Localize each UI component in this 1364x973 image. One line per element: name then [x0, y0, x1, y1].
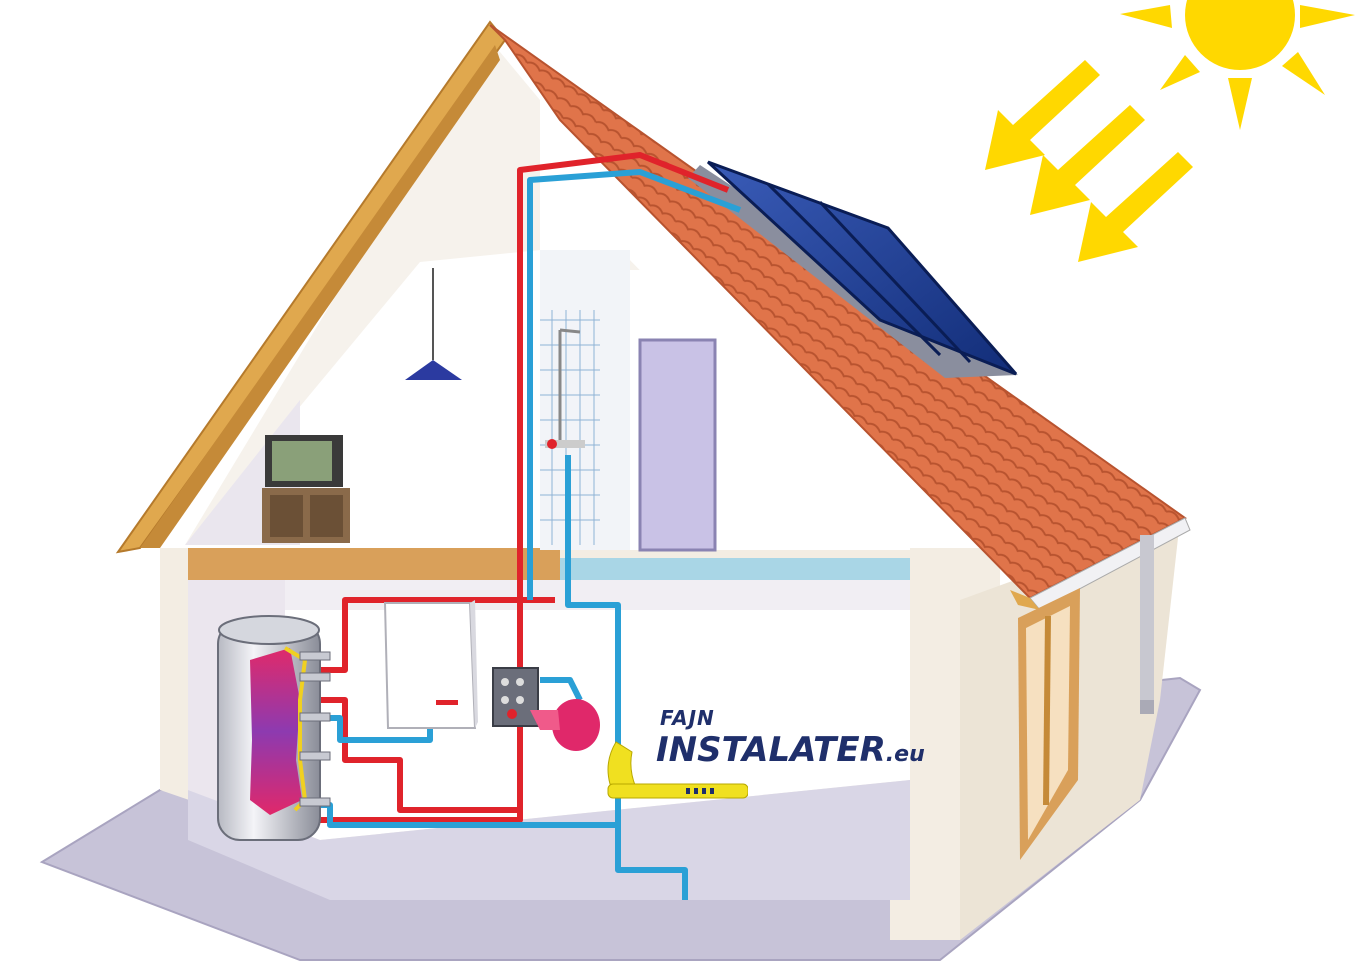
wrench-logo-icon — [607, 741, 748, 799]
roof-tiles — [489, 24, 1187, 600]
logo-main-word: INSTALATER — [656, 730, 886, 770]
solar-panel-icon — [688, 160, 1018, 378]
logo-top-text: FAJN — [660, 706, 715, 730]
sunray-arrow-icon — [985, 60, 1193, 262]
fajn-instalater-logo[interactable]: FAJN INSTALATER.eu — [598, 704, 925, 799]
downpipe — [1140, 535, 1154, 714]
shower-icon — [545, 328, 585, 449]
water-tank-icon — [217, 615, 331, 841]
logo-main-text: INSTALATER.eu — [656, 730, 925, 770]
sun-icon — [1120, 0, 1355, 130]
expansion-vessel-icon — [530, 699, 600, 751]
bathroom-door — [638, 338, 717, 552]
side-window — [1018, 588, 1080, 860]
logo-suffix-text: .eu — [885, 742, 925, 767]
pump-station-icon — [492, 667, 539, 727]
boiler-icon — [383, 600, 478, 729]
hot-water-pipes — [300, 152, 730, 823]
lamp-icon — [405, 268, 462, 380]
tv-icon — [262, 435, 350, 543]
